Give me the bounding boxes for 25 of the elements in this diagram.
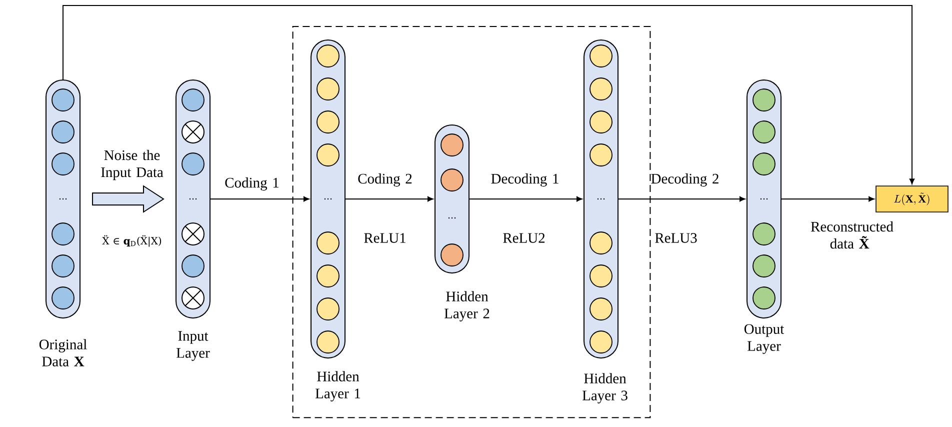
arrow: [618, 196, 746, 202]
edge-label: Reconstructed data X̃: [810, 221, 894, 249]
layer-label: Output Layer: [744, 324, 784, 354]
edge-label: Coding 1: [225, 177, 279, 191]
arrow: [62, 5, 915, 184]
edge-label: Coding 2: [358, 173, 412, 187]
arrow: [781, 196, 874, 202]
layer-label: Hidden Layer 1: [316, 371, 360, 402]
arrow: [469, 196, 582, 202]
dashed-frame: [292, 26, 651, 418]
loss-box: $L(\mathbf{X},\tilde{\mathbf{X}})$: [876, 186, 948, 212]
formula-label: Ẍ ∈ q$_{D}$(Ẍ|X): [102, 235, 162, 247]
block-arrow: [92, 185, 164, 213]
edge-label: Decoding 2: [651, 173, 718, 187]
layer-label: Input Layer: [176, 331, 210, 361]
activation-label: ReLU3: [655, 233, 697, 243]
layer-label: Hidden Layer 3: [582, 373, 628, 404]
edge-label: Noise the Input Data: [101, 150, 164, 180]
arrow: [210, 196, 310, 202]
layer-label: Original Data X: [39, 339, 87, 366]
activation-label: ReLU1: [364, 233, 406, 243]
edge-label: Decoding 1: [491, 173, 558, 187]
layer-label: Hidden Layer 2: [444, 291, 490, 322]
activation-label: ReLU2: [503, 233, 545, 243]
arrow: [345, 196, 434, 202]
